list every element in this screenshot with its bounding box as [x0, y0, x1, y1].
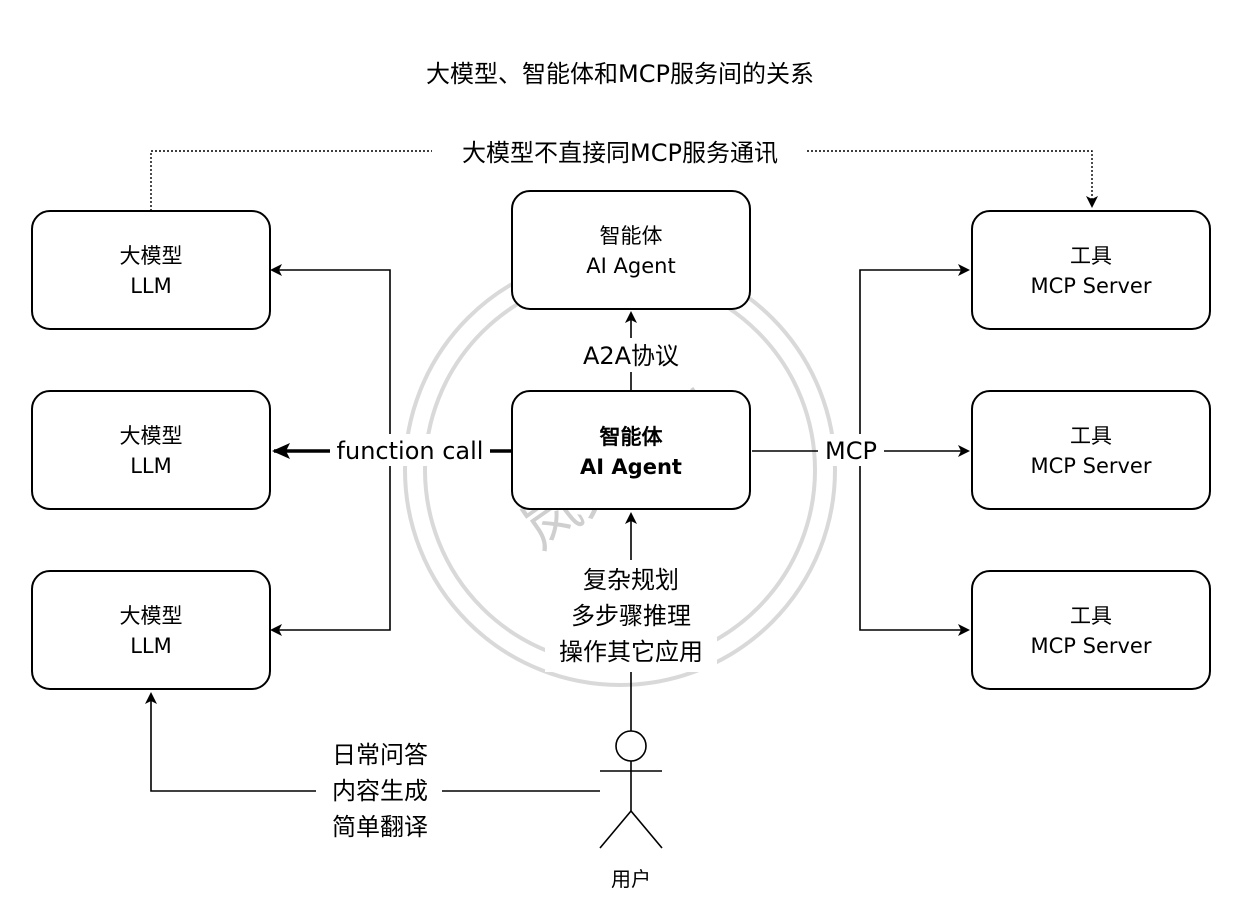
- user-llm-label-2: 内容生成: [332, 777, 428, 805]
- edge-agent-llm-1: [270, 264, 512, 452]
- dotted-connector: [150, 150, 1098, 211]
- mcp-box-1-title: 工具: [1070, 244, 1112, 268]
- llm-box-2-title: 大模型: [120, 424, 183, 448]
- note-no-direct-communication: 大模型不直接同MCP服务通讯: [462, 139, 778, 167]
- agent-main-box: 智能体 AI Agent: [511, 390, 751, 510]
- edge-user-llm: [145, 692, 600, 792]
- mcp-box-3: 工具 MCP Server: [971, 570, 1211, 690]
- agent-top-box: 智能体 AI Agent: [511, 190, 751, 310]
- a2a-label: A2A协议: [583, 342, 679, 370]
- llm-box-1: 大模型 LLM: [31, 210, 271, 330]
- llm-box-2: 大模型 LLM: [31, 390, 271, 510]
- user-llm-label-3: 简单翻译: [332, 813, 428, 841]
- function-call-label: function call: [337, 437, 484, 465]
- llm-box-3: 大模型 LLM: [31, 570, 271, 690]
- mcp-box-1: 工具 MCP Server: [971, 210, 1211, 330]
- edge-agent-llm-3: [270, 451, 391, 636]
- a2a-label-bg: [566, 338, 696, 372]
- mcp-label-bg: [818, 434, 884, 466]
- user-agent-label-1: 复杂规划: [583, 566, 679, 594]
- mcp-box-1-subtitle: MCP Server: [1031, 274, 1152, 298]
- edge-agent-mcp-1: [859, 264, 970, 451]
- user-agent-label-2: 多步骤推理: [571, 602, 691, 630]
- user-actor-label: 用户: [611, 867, 651, 891]
- llm-box-1-title: 大模型: [120, 244, 183, 268]
- user-llm-label-1: 日常问答: [332, 741, 428, 769]
- user-agent-label-bg: [545, 560, 717, 672]
- llm-box-3-subtitle: LLM: [130, 634, 172, 658]
- agent-top-subtitle: AI Agent: [586, 254, 675, 278]
- agent-top-title: 智能体: [600, 224, 663, 248]
- llm-box-1-subtitle: LLM: [130, 274, 172, 298]
- note-top-bg: [432, 136, 806, 166]
- mcp-box-3-title: 工具: [1070, 604, 1112, 628]
- edge-agent-mcp-3: [859, 451, 970, 636]
- mcp-box-2: 工具 MCP Server: [971, 390, 1211, 510]
- diagram-title: 大模型、智能体和MCP服务间的关系: [426, 60, 814, 88]
- agent-main-subtitle: AI Agent: [580, 455, 682, 479]
- mcp-box-2-subtitle: MCP Server: [1031, 454, 1152, 478]
- mcp-box-2-title: 工具: [1070, 424, 1112, 448]
- mcp-box-3-subtitle: MCP Server: [1031, 634, 1152, 658]
- mcp-protocol-label: MCP: [825, 437, 877, 465]
- agent-main-title: 智能体: [600, 425, 664, 449]
- function-call-bg: [330, 434, 490, 466]
- user-agent-label-3: 操作其它应用: [559, 638, 703, 666]
- user-actor-icon: [599, 730, 663, 849]
- llm-box-2-subtitle: LLM: [130, 454, 172, 478]
- llm-box-3-title: 大模型: [120, 604, 183, 628]
- user-llm-label-bg: [316, 738, 442, 844]
